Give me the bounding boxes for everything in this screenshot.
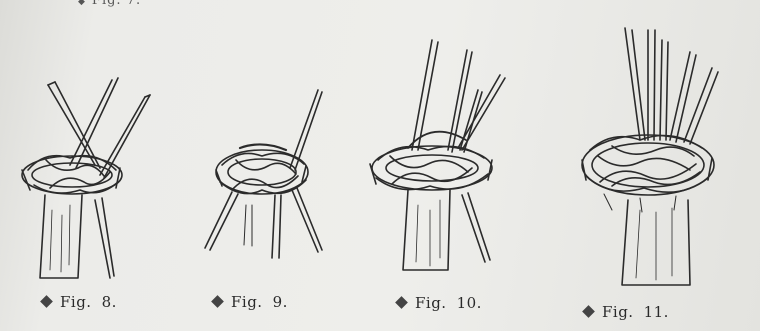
figure-10-drawing <box>370 40 505 270</box>
figure-9-caption: Fig.9. <box>213 293 288 311</box>
diamond-bullet-icon <box>211 295 224 308</box>
figure-11-drawing <box>582 28 718 285</box>
figure-11-caption: Fig.11. <box>584 303 669 321</box>
figure-10-caption: Fig.10. <box>397 294 482 312</box>
diamond-bullet-icon <box>582 305 595 318</box>
diamond-bullet-icon <box>40 295 53 308</box>
diamond-bullet-icon <box>395 296 408 309</box>
figure-9-drawing <box>205 90 322 258</box>
figure-8-caption: Fig.8. <box>42 293 117 311</box>
figure-8-drawing <box>22 78 150 278</box>
